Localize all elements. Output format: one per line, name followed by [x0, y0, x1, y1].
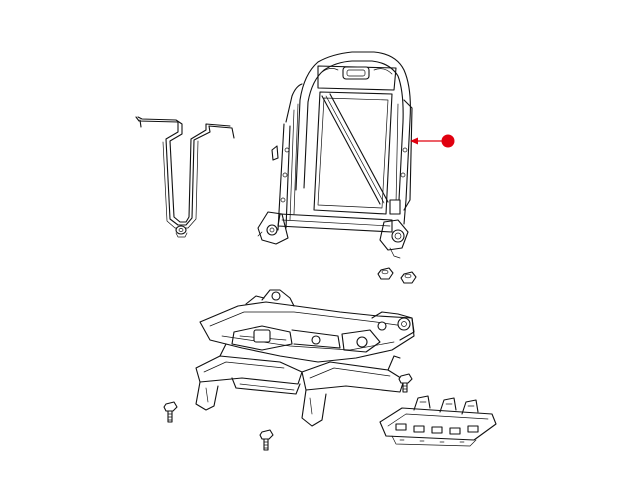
track-bolts[interactable] — [163, 373, 413, 451]
bolt-1[interactable] — [398, 373, 413, 393]
nut-2[interactable] — [400, 271, 417, 284]
callout-dot[interactable] — [441, 134, 455, 148]
bolt-2[interactable] — [163, 401, 178, 423]
wiring-harness-bracket[interactable] — [379, 395, 497, 447]
callout-arrowhead — [410, 137, 418, 145]
seat-cushion-frame-and-adjuster-tracks[interactable] — [195, 289, 415, 427]
bolt-3[interactable] — [259, 429, 274, 451]
callout-leader — [410, 134, 455, 148]
lumbar-support-wire[interactable] — [135, 116, 235, 238]
seat-back-frame[interactable] — [257, 51, 413, 259]
frame-nuts[interactable] — [377, 267, 417, 284]
nut-1[interactable] — [377, 267, 394, 280]
